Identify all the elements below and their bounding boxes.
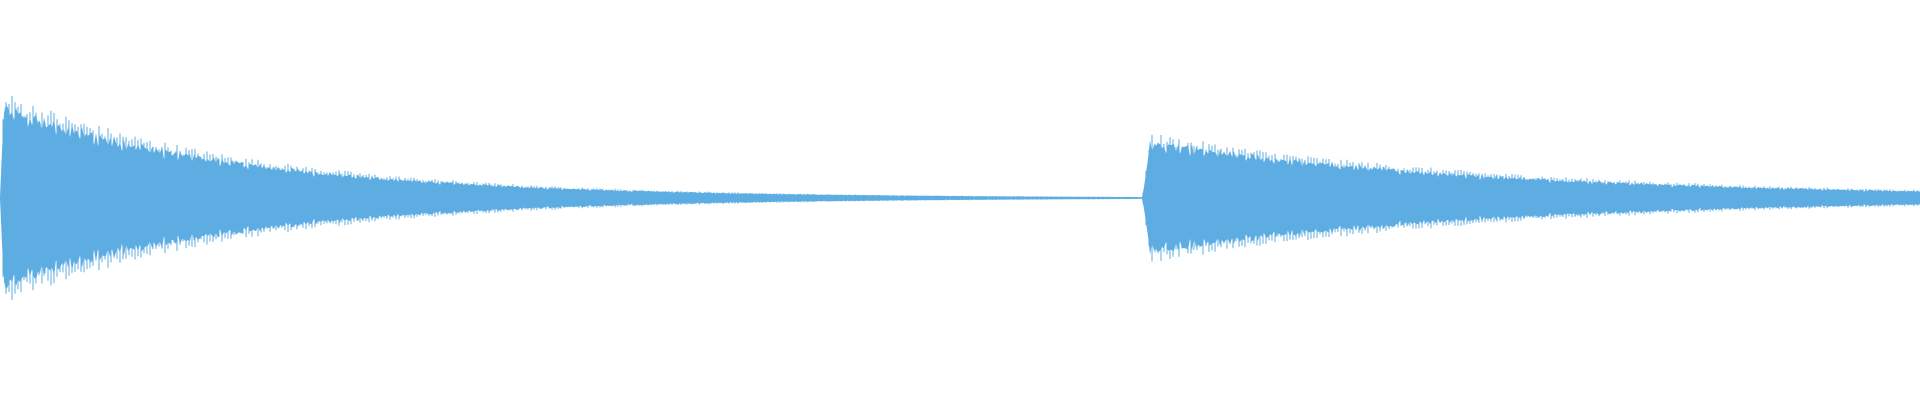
waveform-trace (0, 96, 1920, 300)
